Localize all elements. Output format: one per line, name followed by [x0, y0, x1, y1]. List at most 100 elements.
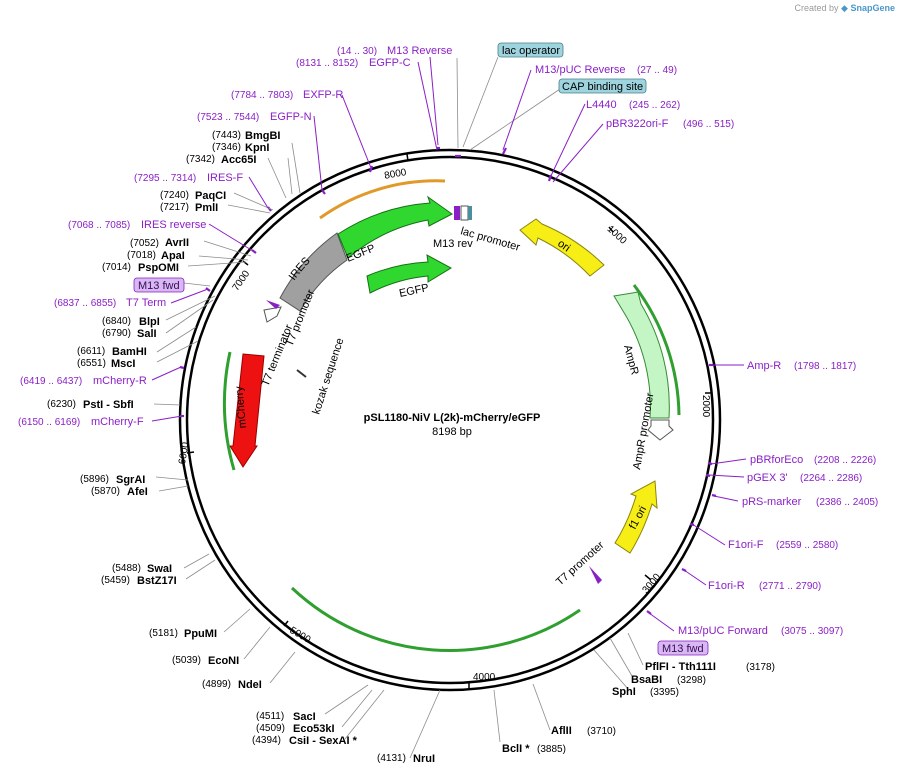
primer-name-l4440: L4440 — [586, 99, 617, 111]
primer-name-pbr322ori-f: pBR322ori-F — [606, 118, 669, 130]
re-pos-paqci: (7240) — [160, 190, 189, 201]
t7-promoter-left-marker — [266, 300, 280, 309]
primer-pos-m13-puc-reverse: (27 .. 49) — [637, 65, 677, 76]
re-name-econi: EcoNI — [208, 655, 239, 667]
re-name-pspomi: PspOMI — [138, 262, 179, 274]
ampr-label: AmpR — [621, 344, 641, 377]
primer-pos-pbr322ori-f: (496 .. 515) — [683, 119, 734, 130]
re-pos-csii: (4394) — [252, 735, 281, 746]
lac-operator-tag: lac operator — [497, 42, 564, 58]
primer-name-f1ori-f: F1ori-F — [728, 539, 764, 551]
re-pos-avrii: (7052) — [130, 238, 159, 249]
re-name-msci: MscI — [111, 358, 135, 370]
re-pos-apai: (7018) — [127, 250, 156, 261]
primer-name-t7-term: T7 Term — [126, 297, 166, 309]
primer-pos-mcherry-f: (6150 .. 6169) — [18, 417, 80, 428]
re-name-pflfi: PflFI - Tth111I — [645, 661, 716, 673]
primer-name-exfp-r: EXFP-R — [303, 89, 343, 101]
re-pos-bsabi: (3298) — [677, 675, 706, 686]
re-pos-msci: (6551) — [77, 358, 106, 369]
primer-pos-egfp-n: (7523 .. 7544) — [197, 112, 259, 123]
tick-marks — [186, 153, 712, 689]
re-name-bmgbi: BmgBI — [245, 130, 280, 142]
primer-name-egfp-n: EGFP-N — [270, 111, 312, 123]
ori-label: ori — [555, 238, 572, 255]
snapgene-credit: Created by ◆ SnapGene — [795, 3, 896, 14]
plasmid-length: 8198 bp — [432, 426, 472, 438]
svg-text:lac operator: lac operator — [502, 45, 560, 57]
leader-lines — [153, 56, 644, 759]
primer-name-amp-r: Amp-R — [747, 360, 781, 372]
ori-arrow — [519, 218, 605, 277]
ampr-arrow — [613, 291, 670, 419]
credit-prefix: Created by — [794, 3, 839, 13]
re-name-aflii: AflII — [551, 725, 572, 737]
cap-binding-site-tag: CAP binding site — [558, 78, 647, 94]
egfp-inner-arrow — [366, 254, 453, 294]
egfp-inner-label: EGFP — [398, 282, 430, 300]
primer-pos-exfp-r: (7784 .. 7803) — [231, 90, 293, 101]
primer-pos-amp-r: (1798 .. 1817) — [794, 361, 856, 372]
re-name-bsabi: BsaBI — [631, 674, 662, 686]
re-pos-eco53ki: (4509) — [256, 723, 285, 734]
re-name-avrii: AvrII — [165, 237, 189, 249]
re-name-sphi: SphI — [612, 686, 636, 698]
backbone-green-arc-left — [223, 351, 236, 471]
re-pos-pspomi: (7014) — [102, 262, 131, 273]
re-pos-psti: (6230) — [47, 399, 76, 410]
re-pos-bmgbi: (7443) — [212, 130, 241, 141]
snapgene-logo-icon: ◆ — [841, 3, 848, 13]
tick-2000: 2000 — [700, 395, 711, 418]
re-name-kpni: KpnI — [245, 142, 269, 154]
re-name-ndei: NdeI — [238, 679, 262, 691]
re-name-sali: SalI — [137, 328, 157, 340]
re-name-blpi: BlpI — [139, 316, 160, 328]
primer-pos-mcherry-r: (6419 .. 6437) — [20, 376, 82, 387]
re-pos-bamhi: (6611) — [77, 346, 105, 357]
re-name-bstz17i: BstZ17I — [137, 575, 177, 587]
re-pos-ndei: (4899) — [202, 679, 231, 690]
re-name-paqci: PaqCI — [195, 190, 226, 202]
primer-name-ires-f: IRES-F — [207, 172, 243, 184]
primer-pos-ires-f: (7295 .. 7314) — [134, 173, 196, 184]
re-pos-pmli: (7217) — [160, 202, 189, 213]
re-pos-aflii: (3710) — [587, 726, 616, 737]
tick-3000: 3000 — [640, 571, 663, 595]
re-pos-kpni: (7346) — [212, 142, 241, 153]
feature-arrows — [223, 179, 681, 653]
re-pos-saci: (4511) — [256, 711, 284, 722]
re-name-bcli: BclI * — [502, 743, 530, 755]
re-name-nrui: NruI — [413, 753, 435, 765]
restriction-site-labels: (7443) BmgBI (7346) KpnI (7342) Acc65I (… — [47, 130, 775, 765]
primer-name-egfp-c: EGFP-C — [369, 57, 411, 69]
primer-name-pbrforeco: pBRforEco — [750, 454, 803, 466]
re-name-acc65i: Acc65I — [221, 154, 256, 166]
tick-1000: 1000 — [605, 224, 629, 247]
backbone-green-arc-right — [632, 284, 681, 416]
re-name-afei: AfeI — [127, 486, 148, 498]
re-pos-sali: (6790) — [102, 328, 131, 339]
primer-leader-lines — [151, 56, 747, 632]
egfp-top-arrow — [337, 195, 453, 259]
svg-text:M13 fwd: M13 fwd — [662, 643, 704, 655]
re-name-saci: SacI — [293, 711, 316, 723]
primer-name-ires-reverse: IRES reverse — [141, 219, 206, 231]
primer-pos-pbrforeco: (2208 .. 2226) — [814, 455, 876, 466]
lac-promoter-box — [460, 205, 469, 221]
backbone-orange-arc — [319, 179, 446, 220]
primer-name-m13-puc-reverse: M13/pUC Reverse — [535, 64, 625, 76]
primer-pos-l4440: (245 .. 262) — [629, 100, 680, 111]
tick-6000: 6000 — [177, 441, 192, 465]
primer-labels: (14 .. 30) M13 Reverse (8131 .. 8152) EG… — [18, 45, 878, 637]
re-pos-sphi: (3395) — [650, 687, 679, 698]
t7-terminator-arrow — [263, 306, 282, 323]
t7-promoter-marker — [589, 566, 602, 584]
re-pos-blpi: (6840) — [102, 316, 131, 327]
ampr-promoter-arrow — [647, 419, 674, 441]
re-name-eco53ki: Eco53kI — [293, 723, 335, 735]
re-name-ppumi: PpuMI — [184, 628, 217, 640]
re-name-csii: CsiI - SexAI * — [289, 735, 358, 747]
ires-arrow — [279, 232, 348, 312]
svg-text:M13 fwd: M13 fwd — [138, 280, 180, 292]
